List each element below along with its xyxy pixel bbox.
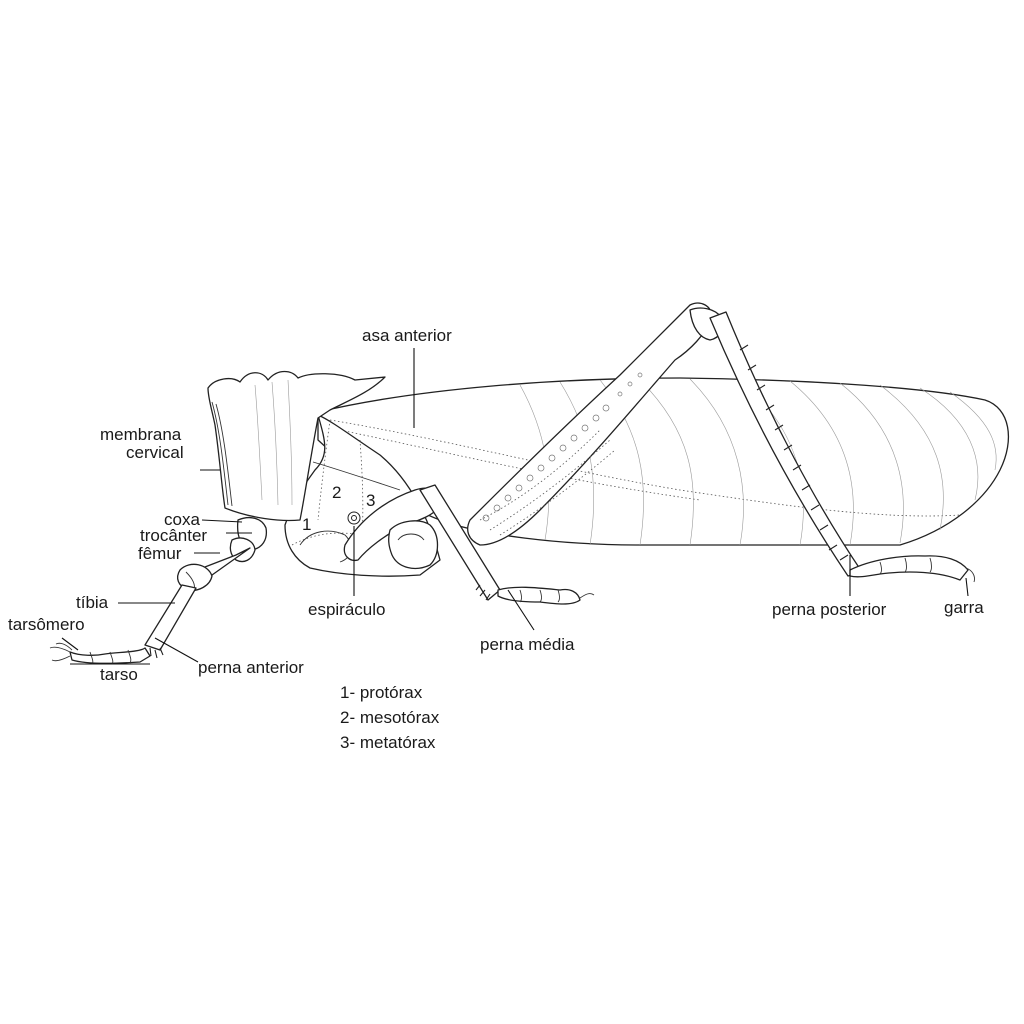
label-segment-2: 2 <box>332 483 341 502</box>
label-coxa: coxa <box>164 510 200 529</box>
labels: asa anterior membrana cervical coxa troc… <box>8 326 984 684</box>
hind-leg <box>467 302 975 583</box>
label-segment-1: 1 <box>302 515 311 534</box>
label-segment-3: 3 <box>366 491 375 510</box>
label-perna-posterior: perna posterior <box>772 600 887 619</box>
legend-item: 3- metatórax <box>340 733 436 752</box>
leader-perna-media <box>507 589 535 631</box>
label-perna-media: perna média <box>480 635 575 654</box>
label-garra: garra <box>944 598 984 617</box>
legend-item: 2- mesotórax <box>340 708 440 727</box>
segment-legend: 1- protórax 2- mesotórax 3- metatórax <box>340 683 440 752</box>
leader-tarsomero <box>61 637 79 651</box>
leader-coxa <box>201 519 243 523</box>
label-tibia: tíbia <box>76 593 109 612</box>
legend-item: 1- protórax <box>340 683 423 702</box>
middle-leg <box>343 484 595 605</box>
leader-garra <box>965 577 969 597</box>
label-tarso: tarso <box>100 665 138 684</box>
label-femur: fêmur <box>138 544 182 563</box>
spiracle <box>347 511 361 525</box>
label-trocanter: trocânter <box>140 526 207 545</box>
label-cervical: cervical <box>126 443 184 462</box>
label-membrana: membrana <box>100 425 182 444</box>
label-perna-anterior: perna anterior <box>198 658 304 677</box>
label-espiraculo: espiráculo <box>308 600 386 619</box>
label-asa-anterior: asa anterior <box>362 326 452 345</box>
leader-lines <box>61 348 969 665</box>
leader-perna-anterior <box>154 637 199 663</box>
front-leg <box>49 517 268 665</box>
pronotum <box>207 370 386 522</box>
label-tarsomero: tarsômero <box>8 615 85 634</box>
